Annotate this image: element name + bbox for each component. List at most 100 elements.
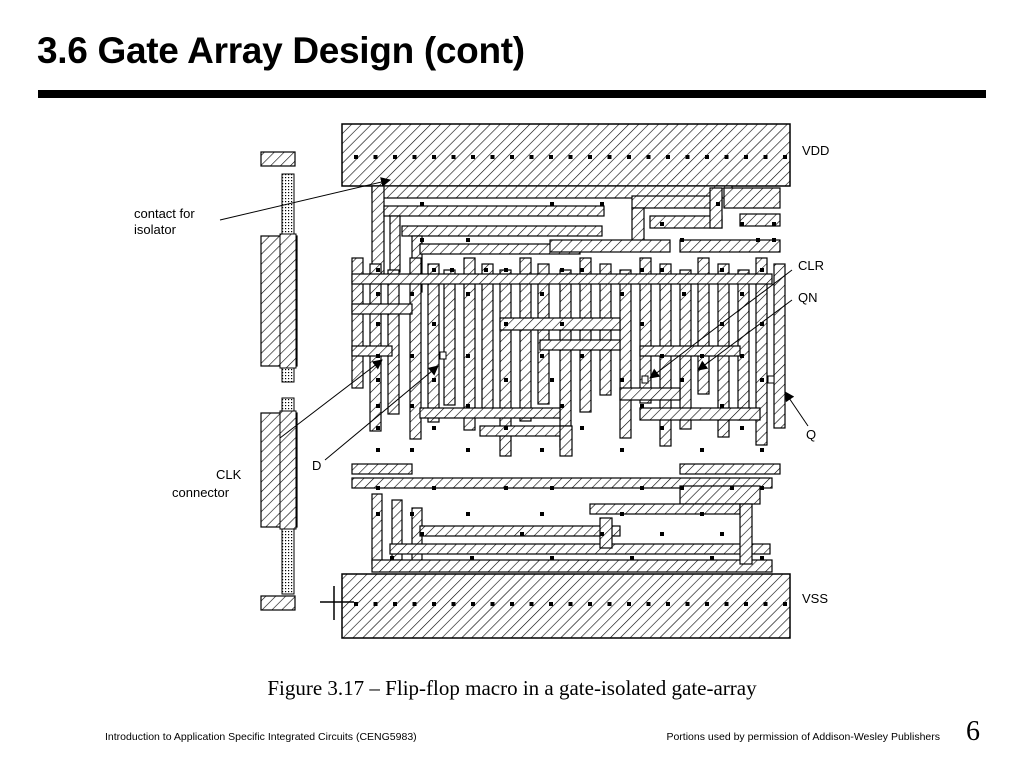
route-segment (639, 407, 761, 421)
contact-dot (510, 602, 514, 606)
contact-dot (744, 602, 748, 606)
contact-dot (560, 268, 564, 272)
route-segment (371, 559, 773, 573)
contact-dot (490, 602, 495, 606)
contact-dot (772, 238, 776, 242)
route-segment (639, 345, 741, 357)
contact-dot (783, 155, 787, 159)
contact-dot (580, 354, 584, 358)
contact-dot (420, 202, 424, 206)
contact-dot (470, 556, 474, 560)
contact-dot (471, 155, 475, 159)
page-number: 6 (966, 716, 980, 747)
route-segment (755, 257, 768, 446)
contact-dot (390, 556, 394, 560)
vdd-contacts (354, 155, 787, 159)
vss-rail (341, 573, 791, 639)
contact-dot (720, 322, 724, 326)
contact-dot (620, 448, 624, 452)
contact-dot (783, 602, 787, 606)
contact-pointer (219, 177, 391, 221)
pointer-lines (219, 177, 809, 461)
contact-dot (529, 602, 534, 606)
contact-dot (760, 322, 764, 326)
contact-dot (410, 354, 414, 358)
contact-dot (660, 426, 664, 430)
contact-dot (588, 602, 592, 606)
contact-dot (682, 292, 686, 296)
contact-dot (760, 486, 764, 490)
contact-dot (700, 448, 704, 452)
contact-dot (763, 155, 768, 159)
route-segment (351, 257, 364, 389)
route-segment (679, 239, 781, 253)
contact-dot (466, 404, 470, 408)
route-segment (723, 187, 781, 209)
route-segment (371, 493, 383, 565)
route-segment (351, 345, 393, 357)
contact-dot (772, 222, 776, 226)
contact-dot (410, 292, 414, 296)
contact-dot (588, 155, 592, 159)
contact-dot (640, 486, 644, 490)
contact-label-line1: contact for (134, 206, 195, 221)
d-label: D (312, 458, 321, 473)
contact-dot (432, 268, 436, 272)
contact-dot (466, 292, 470, 296)
contact-dot (376, 378, 380, 382)
contact-dot (376, 268, 380, 272)
contact-dot (540, 512, 544, 516)
contact-dot (432, 486, 436, 490)
contact-dot (412, 602, 417, 606)
route-segment (389, 215, 401, 273)
contact-dot (376, 404, 380, 408)
vdd-label: VDD (802, 143, 829, 158)
contact-dot (740, 426, 744, 430)
contact-dot (504, 378, 508, 382)
contact-dot (504, 322, 508, 326)
route-segment (479, 425, 571, 437)
contact-dot (720, 532, 724, 536)
contact-dot (373, 155, 378, 159)
route-segment (739, 213, 781, 227)
contact-dot (763, 602, 768, 606)
contact-dot (354, 155, 358, 159)
route-segment (387, 269, 400, 415)
contact-dot (685, 155, 690, 159)
contact-dot (760, 448, 764, 452)
contact-dot (560, 322, 564, 326)
route-segment (619, 387, 681, 401)
contact-dot (666, 155, 670, 159)
contact-dot (760, 556, 764, 560)
route-segment (739, 503, 753, 565)
contact-dot (540, 292, 544, 296)
contact-dot (685, 602, 690, 606)
route-segment (631, 195, 723, 209)
contact-dot (550, 202, 554, 206)
contact-dot (660, 222, 664, 226)
contact-dot (646, 155, 651, 159)
contact-dot (660, 354, 664, 358)
contact-dot (744, 155, 748, 159)
contact-dot (716, 202, 720, 206)
contact-dot (740, 354, 744, 358)
contact-dot (420, 532, 424, 536)
route-segment (679, 463, 781, 475)
clk-pointer (279, 359, 383, 439)
figure-caption: Figure 3.17 – Flip-flop macro in a gate-… (267, 676, 757, 700)
route-segment (519, 257, 532, 422)
contact-dot (376, 292, 380, 296)
contact-dot (620, 292, 624, 296)
contact-dot (540, 354, 544, 358)
slide-title: 3.6 Gate Array Design (cont) (37, 30, 525, 71)
route-segment (351, 303, 413, 315)
contact-dot (760, 378, 764, 382)
contact-dot (700, 512, 704, 516)
contact-dot (540, 448, 544, 452)
contact-dot (568, 602, 573, 606)
contact-dot (627, 602, 631, 606)
route-segment (389, 543, 771, 555)
route-segment (351, 477, 773, 489)
contact-dot (450, 268, 454, 272)
route-segment (709, 187, 723, 229)
